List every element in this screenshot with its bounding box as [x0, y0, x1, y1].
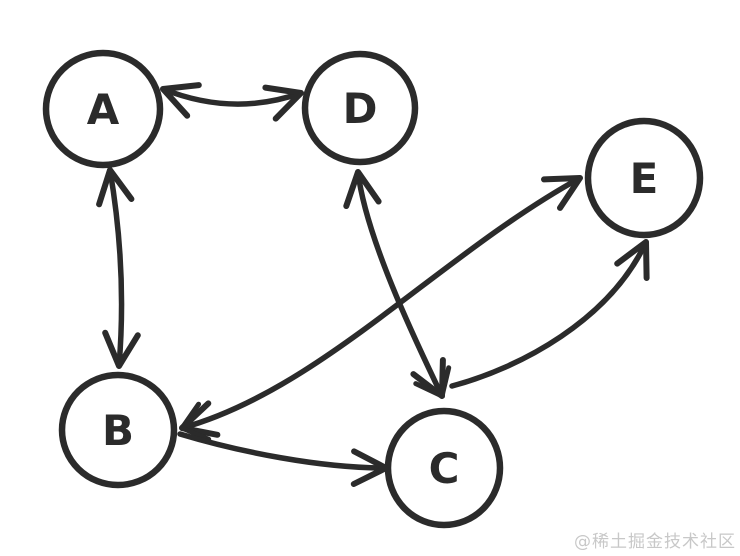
node-circle-E	[584, 117, 704, 239]
node-circle-B	[58, 371, 178, 489]
edge-A-B	[96, 167, 141, 369]
edge-line-A-D	[160, 86, 304, 107]
arrowhead-A-D-A-icon	[160, 82, 202, 119]
edge-B-C	[177, 431, 389, 487]
node-circle-A	[42, 49, 164, 169]
edge-B-E	[179, 175, 583, 442]
node-label-C: C	[429, 444, 460, 493]
arrowhead-A-B-A-icon	[96, 167, 135, 208]
arrowhead-C-E-E-icon	[614, 239, 650, 281]
arrowhead-B-C-C-icon	[350, 448, 389, 487]
node-label-A: A	[87, 85, 120, 134]
edge-line-C-E	[449, 239, 649, 389]
arrowhead-D-C-D-icon	[343, 169, 382, 209]
arrowhead-B-E-E-icon	[541, 175, 583, 211]
edge-line-B-E	[179, 175, 583, 431]
edge-line-D-C	[355, 169, 445, 399]
node-A: A	[42, 49, 164, 169]
arrowhead-A-B-B-icon	[102, 329, 141, 369]
node-C: C	[384, 407, 504, 529]
edge-C-E	[449, 239, 650, 389]
node-label-E: E	[630, 154, 659, 203]
node-E: E	[584, 117, 704, 239]
node-B: B	[58, 371, 178, 489]
edge-D-C	[343, 169, 452, 399]
edge-line-B-C	[177, 431, 389, 471]
node-label-B: B	[102, 406, 134, 455]
arrowhead-A-D-D-icon	[262, 84, 304, 122]
watermark: @稀土掘金技术社区	[574, 532, 736, 552]
arrowhead-B-E-B-sketch-icon	[179, 401, 212, 442]
edge-A-D	[160, 82, 304, 122]
arrowhead-D-C-C-sketch-icon	[413, 365, 452, 399]
node-circle-D	[301, 50, 419, 166]
edge-line-A-B	[107, 167, 125, 369]
node-label-D: D	[343, 84, 378, 133]
node-D: D	[301, 50, 419, 166]
